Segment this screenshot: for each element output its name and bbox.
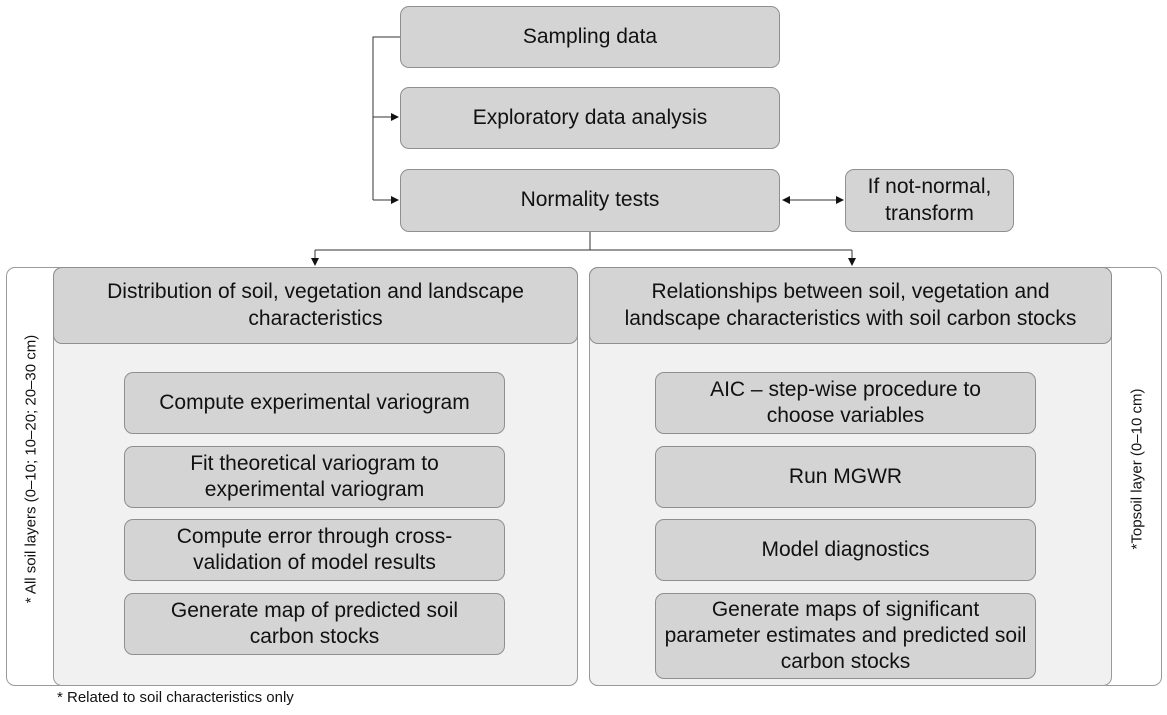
- right-panel-header: Relationships between soil, vegetation a…: [589, 267, 1112, 344]
- right-step-2: Run MGWR: [655, 446, 1036, 508]
- normality-tests-box: Normality tests: [400, 169, 780, 232]
- left-step-1: Compute experimental variogram: [124, 372, 505, 434]
- left-step-4: Generate map of predicted soil carbon st…: [124, 593, 505, 655]
- left-step-3: Compute error through cross-validation o…: [124, 519, 505, 581]
- footnote: * Related to soil characteristics only: [57, 689, 294, 706]
- right-step-4: Generate maps of significant parameter e…: [655, 593, 1036, 679]
- left-step-2: Fit theoretical variogram to experimenta…: [124, 446, 505, 508]
- left-side-label: * All soil layers (0–10; 10–20; 20–30 cm…: [22, 334, 40, 604]
- sampling-data-box: Sampling data: [400, 6, 780, 68]
- transform-box: If not-normal, transform: [845, 169, 1014, 232]
- top-bracket-line: [372, 36, 400, 200]
- right-step-3: Model diagnostics: [655, 519, 1036, 581]
- exploratory-analysis-box: Exploratory data analysis: [400, 87, 780, 149]
- split-line: [315, 232, 852, 251]
- left-panel-header: Distribution of soil, vegetation and lan…: [53, 267, 578, 344]
- right-step-1: AIC – step-wise procedure to choose vari…: [655, 372, 1036, 434]
- right-side-label: *Topsoil layer (0–10 cm): [1128, 388, 1146, 550]
